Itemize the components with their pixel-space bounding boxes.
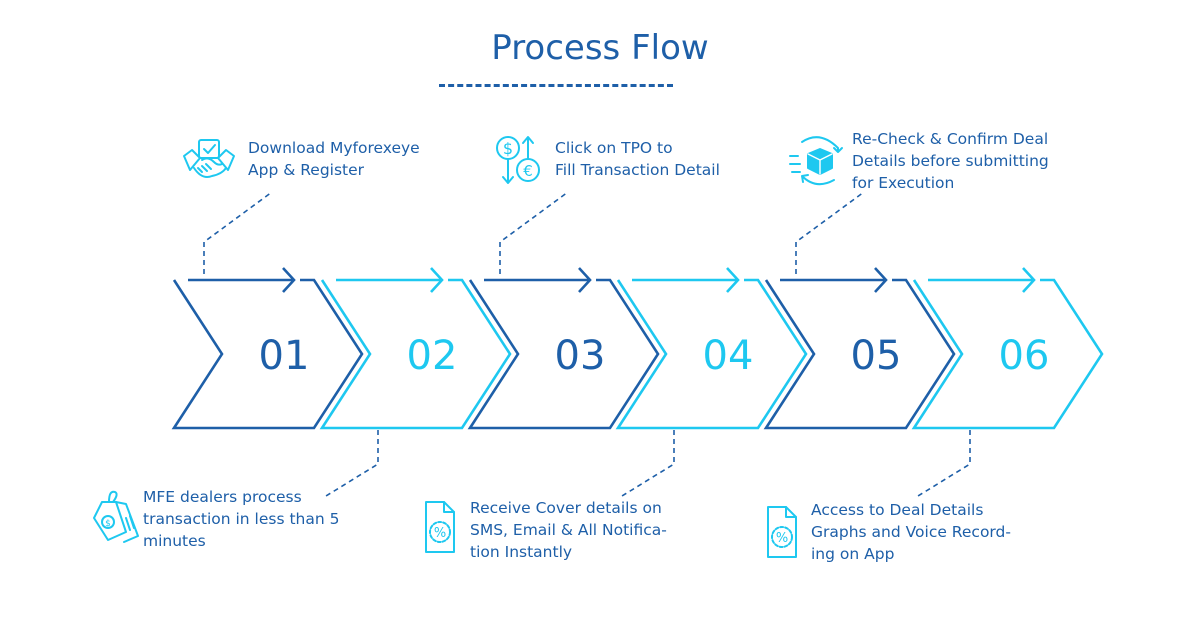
chevron-shape <box>615 278 808 430</box>
connector-line <box>325 430 379 497</box>
connector-line <box>917 430 971 497</box>
svg-text:€: € <box>523 162 533 180</box>
package-refresh-icon <box>789 136 843 186</box>
title-underline <box>439 84 673 87</box>
connector-line <box>499 191 569 274</box>
step-04-label: Receive Cover details on SMS, Email & Al… <box>470 499 667 561</box>
step-06-label: Access to Deal Details Graphs and Voice … <box>811 501 1011 563</box>
step-04-chevron: 04 <box>615 267 808 430</box>
svg-text:$: $ <box>503 139 513 158</box>
connector-line <box>203 191 273 274</box>
step-number: 06 <box>999 333 1050 379</box>
step-number: 01 <box>259 333 310 379</box>
step-05-label: Re-Check & Confirm Deal Details before s… <box>852 130 1049 192</box>
arrow-right-icon <box>484 267 592 293</box>
step-05-chevron: 05 <box>763 267 956 430</box>
step-number: 04 <box>703 333 754 379</box>
step-02-label: MFE dealers process transaction in less … <box>143 488 340 550</box>
arrow-right-icon <box>336 267 444 293</box>
chevron-shape <box>763 278 956 430</box>
chevron-shape <box>911 278 1104 430</box>
arrow-right-icon <box>632 267 740 293</box>
handshake-icon <box>183 139 235 178</box>
step-number: 02 <box>407 333 458 379</box>
chevron-shape <box>319 278 512 430</box>
step-01-label: Download Myforexeye App & Register <box>248 139 420 179</box>
chevron-shape <box>171 278 364 430</box>
arrow-right-icon <box>780 267 888 293</box>
percent-document-icon: % <box>767 506 797 558</box>
step-06-chevron: 06 <box>911 267 1104 430</box>
step-number: 05 <box>851 333 902 379</box>
connector-line <box>621 430 675 497</box>
currency-exchange-icon: $ € <box>496 136 540 184</box>
svg-text:$: $ <box>105 519 111 529</box>
step-number: 03 <box>555 333 606 379</box>
connector-line <box>795 191 865 274</box>
page-title: Process Flow <box>491 28 709 68</box>
svg-text:%: % <box>776 531 788 546</box>
step-03-chevron: 03 <box>467 267 660 430</box>
step-01-chevron: 01 <box>171 267 364 430</box>
arrow-right-icon <box>188 267 296 293</box>
price-tag-icon: $ <box>93 490 139 543</box>
svg-text:%: % <box>434 526 446 541</box>
chevron-shape <box>467 278 660 430</box>
percent-document-icon: % <box>425 501 455 553</box>
step-02-chevron: 02 <box>319 267 512 430</box>
step-03-label: Click on TPO to Fill Transaction Detail <box>555 139 720 179</box>
arrow-right-icon <box>928 267 1036 293</box>
